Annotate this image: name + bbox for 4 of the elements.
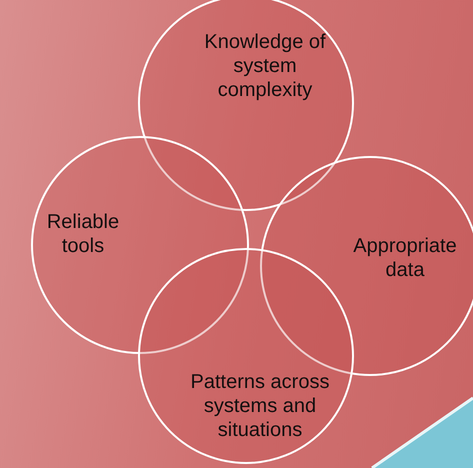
circle-label: Knowledge of system complexity — [203, 30, 327, 102]
circle-label: Patterns across systems and situations — [190, 370, 330, 442]
circle-label: Appropriate data — [352, 234, 458, 282]
circle-label: Reliable tools — [46, 210, 120, 258]
